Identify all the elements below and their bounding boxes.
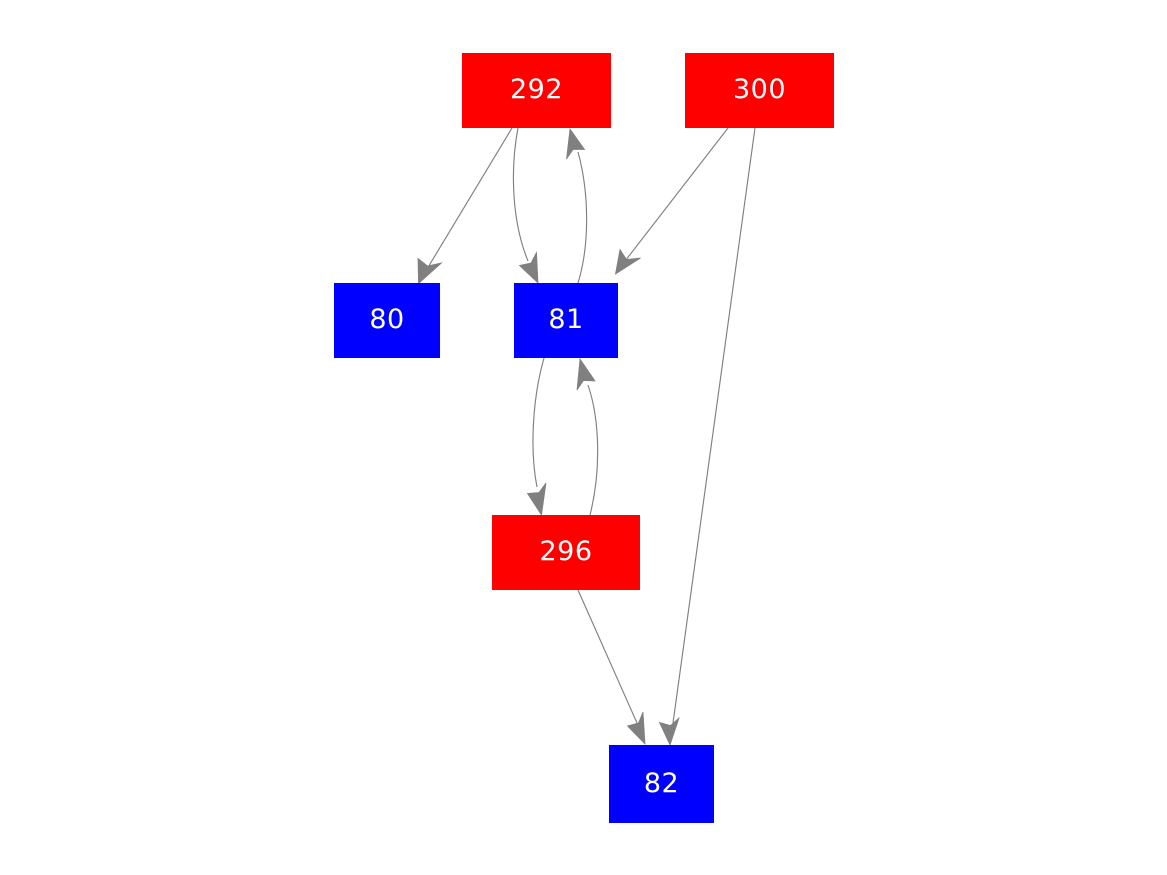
edge-line — [621, 127, 729, 266]
edge-292-to-81 — [512, 127, 539, 284]
arrowhead-icon — [417, 257, 443, 285]
edge-line — [577, 589, 638, 724]
edge-81-to-292 — [566, 127, 588, 284]
arrowhead-icon — [566, 127, 586, 160]
node-label: 80 — [369, 304, 405, 335]
node-label: 292 — [509, 74, 564, 105]
edge-300-to-81 — [614, 127, 729, 275]
arrowhead-icon — [526, 482, 547, 517]
node-label: 81 — [548, 304, 584, 335]
graph-node-80[interactable]: 80 — [334, 283, 440, 358]
arrowhead-icon — [518, 251, 539, 284]
node-label: 82 — [643, 767, 680, 799]
edge-296-to-82 — [577, 589, 646, 746]
edge-line — [512, 127, 529, 262]
edge-296-to-81 — [576, 357, 599, 516]
graph-node-296[interactable]: 296 — [492, 515, 640, 590]
edge-300-to-82 — [658, 127, 756, 747]
edge-line — [587, 384, 599, 516]
node-label: 296 — [539, 536, 593, 567]
arrowhead-icon — [614, 248, 641, 275]
edge-292-to-80 — [417, 127, 513, 285]
edge-line — [532, 357, 545, 488]
arrowhead-icon — [626, 711, 646, 746]
graph-node-292[interactable]: 292 — [462, 53, 611, 128]
arrowhead-icon — [576, 357, 596, 391]
graph-node-81[interactable]: 81 — [514, 283, 618, 358]
edge-81-to-296 — [526, 357, 547, 517]
edge-line — [423, 127, 513, 275]
graph-node-82[interactable]: 82 — [609, 745, 714, 823]
node-label: 300 — [732, 74, 787, 105]
arrowhead-icon — [658, 716, 680, 747]
graph-node-300[interactable]: 300 — [685, 53, 834, 128]
edge-line — [577, 151, 588, 284]
edge-line — [672, 127, 756, 724]
